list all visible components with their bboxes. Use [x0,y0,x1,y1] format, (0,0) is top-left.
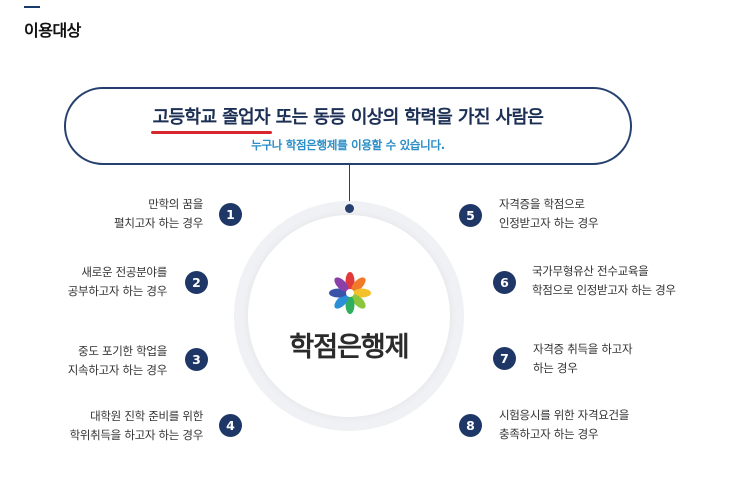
item-number-8: 8 [459,414,482,437]
eligibility-banner: 고등학교 졸업자 또는 동등 이상의 학력을 가진 사람은 누구나 학점은행제를… [64,87,632,165]
list-item-2: 새로운 전공분야를 공부하고자 하는 경우 [67,265,168,298]
connector-line [349,165,350,208]
item-number-4: 4 [219,414,242,437]
connector-dot [345,204,354,213]
list-item-8: 시험응시를 위한 자격요건을 충족하고자 하는 경우 [499,408,630,441]
title-accent-bar [24,6,40,8]
list-item-6: 국가무형유산 전수교육을 학점으로 인정받고자 하는 경우 [532,264,676,297]
page-title: 이용대상 [24,21,81,40]
item-number-2: 2 [185,271,208,294]
item-number-3: 3 [185,348,208,371]
list-item-7: 자격증 취득을 하고자 하는 경우 [533,342,633,375]
list-item-4: 대학원 진학 준비를 위한 학위취득을 하고자 하는 경우 [69,409,204,442]
list-item-3: 중도 포기한 학업을 지속하고자 하는 경우 [67,344,168,377]
item-number-7: 7 [493,347,516,370]
banner-subline: 누구나 학점은행제를 이용할 수 있습니다. [251,138,445,152]
list-item-5: 자격증을 학점으로 인정받고자 하는 경우 [499,197,599,230]
list-item-1: 만학의 꿈을 펼치고자 하는 경우 [114,197,203,230]
item-number-5: 5 [459,204,482,227]
credit-bank-logo-icon [329,272,371,314]
headline-highlight: 고등학교 졸업자 [150,103,273,134]
brand-name: 학점은행제 [289,332,409,363]
banner-headline: 고등학교 졸업자 또는 동등 이상의 학력을 가진 사람은 [66,103,630,134]
item-number-1: 1 [219,203,242,226]
item-number-6: 6 [493,271,516,294]
headline-rest: 또는 동등 이상의 학력을 가진 사람은 [269,107,544,128]
center-circle [248,215,450,417]
